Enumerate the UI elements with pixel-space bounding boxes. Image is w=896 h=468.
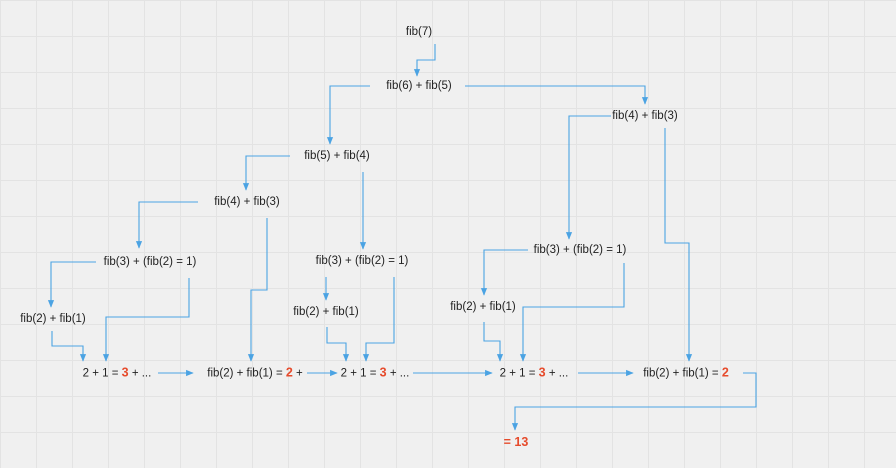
edge-fib2-c-to-result-4: [519, 263, 625, 362]
result-1: 2 + 1 = 3 + ...: [83, 366, 152, 381]
node-fib2-plus-fib1-c: fib(2) + fib(1): [450, 301, 516, 313]
result-2-value: 2: [285, 365, 293, 380]
edge-fib2-a-to-result-1: [102, 278, 190, 362]
edge-fib5-to-fib4-fib3-left: [242, 155, 290, 191]
result-5-value: 2: [721, 365, 729, 380]
edge-fib2-b-to-result-3: [362, 277, 395, 362]
result-1-suffix: + ...: [128, 367, 152, 380]
edge-fib5-to-fib4-fib3: [465, 85, 649, 105]
node-fib5-plus-fib4: fib(5) + fib(4): [304, 150, 370, 162]
edge-fib6-to-fib5-fib4: [326, 85, 370, 145]
result-1-text: 2 + 1 =: [82, 367, 122, 380]
node-fib3-plus-fib2-c: fib(3) + (fib(2) = 1): [533, 244, 627, 256]
result-3-text: 2 + 1 =: [340, 367, 380, 380]
edge-fib4-r-to-fib3-c: [565, 115, 611, 240]
result-3-suffix: + ...: [386, 367, 410, 380]
result-3-value: 3: [379, 365, 387, 380]
result-1-value: 3: [121, 365, 129, 380]
result-2-suffix: +: [292, 367, 303, 380]
result-5: fib(2) + fib(1) = 2: [643, 366, 729, 381]
edge-fib2-fib1-a-to-result-1: [51, 331, 87, 362]
result-2: fib(2) + fib(1) = 2 +: [207, 366, 303, 381]
result-4: 2 + 1 = 3 + ...: [500, 366, 569, 381]
edge-fib7-to-fib6: [413, 44, 436, 77]
node-fib6-plus-fib5: fib(6) + fib(5): [386, 80, 452, 92]
edge-fib3-r-to-fib2-right: [664, 128, 693, 362]
edge-fib3-c-to-fib2-fib1: [480, 249, 528, 296]
result-5-text: fib(2) + fib(1) =: [643, 367, 722, 380]
node-fib2-plus-fib1-b: fib(2) + fib(1): [293, 306, 359, 318]
result-4-value: 3: [538, 365, 546, 380]
node-fib3-plus-fib2-b: fib(3) + (fib(2) = 1): [315, 255, 409, 267]
node-fib4-plus-fib3-right: fib(4) + fib(3): [612, 110, 678, 122]
result-4-text: 2 + 1 =: [499, 367, 539, 380]
edge-fib4-to-fib3-a: [135, 201, 198, 249]
result-2-text: fib(2) + fib(1) =: [207, 367, 286, 380]
node-fib7: fib(7): [405, 26, 433, 38]
result-3: 2 + 1 = 3 + ...: [341, 366, 410, 381]
edge-fib3-a-to-fib2-fib1: [47, 261, 96, 308]
result-4-suffix: + ...: [545, 367, 569, 380]
node-fib4-plus-fib3-left: fib(4) + fib(3): [214, 196, 280, 208]
node-fib2-plus-fib1-a: fib(2) + fib(1): [20, 313, 86, 325]
edge-fib3-to-fib2-left: [247, 218, 268, 362]
edge-fib2-fib1-b-to-result-3: [326, 327, 350, 362]
node-fib3-plus-fib2-a: fib(3) + (fib(2) = 1): [103, 256, 197, 268]
edge-fib2-fib1-c-to-result-4: [483, 322, 504, 362]
final-result: = 13: [503, 435, 529, 449]
edge-result-5-to-final: [511, 372, 757, 431]
